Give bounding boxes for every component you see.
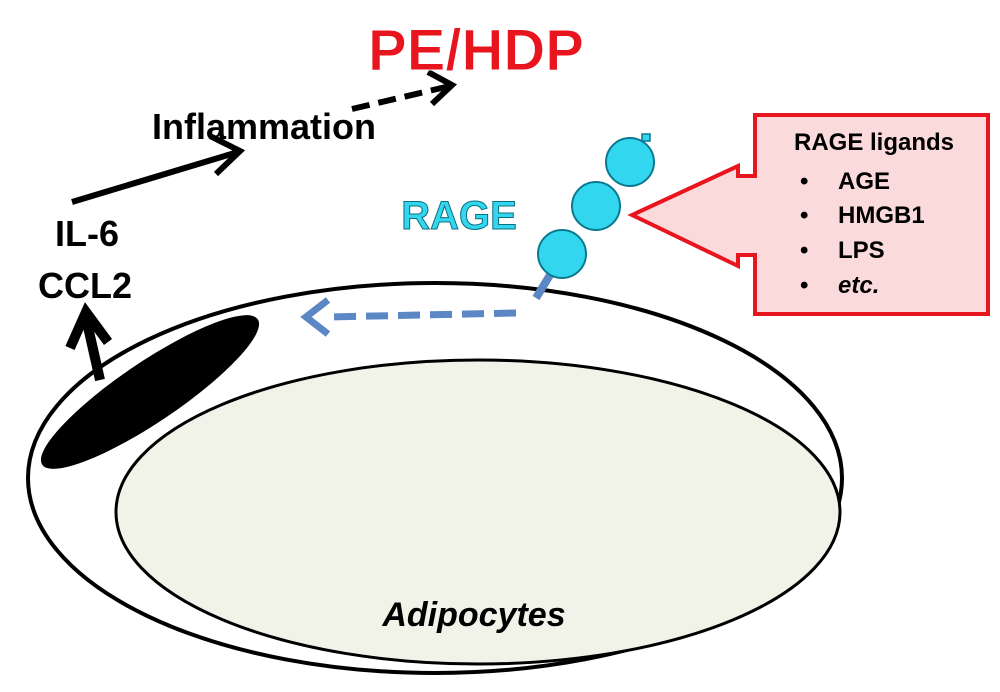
- ligands-callout-shape: [627, 113, 990, 316]
- rage-signal-arrow: [300, 297, 517, 337]
- ligand-hmgb1: HMGB1: [838, 202, 925, 229]
- cytokine-il6: IL-6: [55, 213, 119, 254]
- ligands-callout: [627, 113, 990, 316]
- cytokine-to-inflammation-arrow: [71, 133, 246, 205]
- ligand-age: AGE: [838, 168, 890, 195]
- cytokine-ccl2: CCL2: [38, 265, 132, 306]
- rage-domain-1: [537, 229, 587, 279]
- ligand-lps: LPS: [838, 237, 885, 264]
- rage-domain-2: [571, 181, 621, 231]
- ligand-bullet: •: [800, 272, 808, 299]
- ligands-heading: RAGE ligands: [794, 129, 954, 156]
- rage-receptor: [532, 133, 655, 301]
- rage-tip: [641, 133, 651, 142]
- ligand-bullet: •: [800, 202, 808, 229]
- secretion-arrow: [65, 302, 113, 382]
- ligand-bullet: •: [800, 237, 808, 264]
- ligand-bullet: •: [800, 168, 808, 195]
- rage-domain-3: [605, 137, 655, 187]
- ligand-etc: etc.: [838, 272, 879, 299]
- nucleus: [40, 315, 260, 469]
- lipid-droplet: [114, 358, 842, 666]
- pehdp-title: PE/HDP: [368, 18, 584, 83]
- cell-label: Adipocytes: [381, 596, 565, 634]
- inflammation-to-pehdp-arrow: [351, 69, 458, 112]
- adipocyte-cell: [26, 281, 844, 675]
- inflammation-label: Inflammation: [152, 106, 376, 147]
- rage-label: RAGE: [401, 194, 517, 238]
